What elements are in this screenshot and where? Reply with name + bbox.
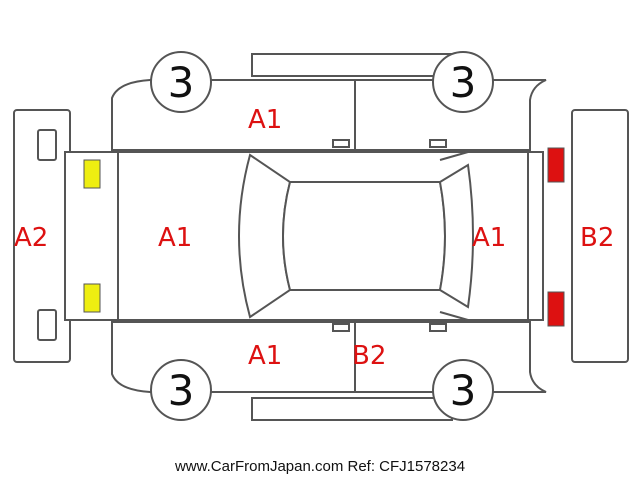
roof xyxy=(282,181,446,291)
tire-front-right: 3 xyxy=(150,359,212,421)
label-top-front-door: A1 xyxy=(248,105,282,135)
bottom-roof-rail xyxy=(251,397,453,421)
front-lamp-top-marker xyxy=(83,159,101,189)
tire-front-left: 3 xyxy=(150,51,212,113)
tire-rear-left: 3 xyxy=(432,51,494,113)
tire-rear-right-value: 3 xyxy=(450,366,477,415)
car-body xyxy=(64,151,544,321)
rear-lamp-bottom-marker xyxy=(547,291,565,327)
footer-reference: www.CarFromJapan.com Ref: CFJ1578234 xyxy=(174,458,465,475)
front-lamp-bottom-marker xyxy=(83,283,101,313)
tire-rear-right: 3 xyxy=(432,359,494,421)
tire-front-right-value: 3 xyxy=(168,366,195,415)
tire-rear-left-value: 3 xyxy=(450,58,477,107)
label-bottom-front-door: A1 xyxy=(248,341,282,371)
label-trunk: A1 xyxy=(472,223,506,253)
rear-bumper xyxy=(571,109,629,363)
label-bottom-rear-door: B2 xyxy=(352,341,386,371)
label-front-bumper: A2 xyxy=(14,223,48,253)
rear-lamp-top-marker xyxy=(547,147,565,183)
tire-front-left-value: 3 xyxy=(168,58,195,107)
rear-window xyxy=(438,163,474,309)
label-hood: A1 xyxy=(158,223,192,253)
top-roof-rail xyxy=(251,53,453,77)
label-rear-bumper: B2 xyxy=(580,223,614,253)
